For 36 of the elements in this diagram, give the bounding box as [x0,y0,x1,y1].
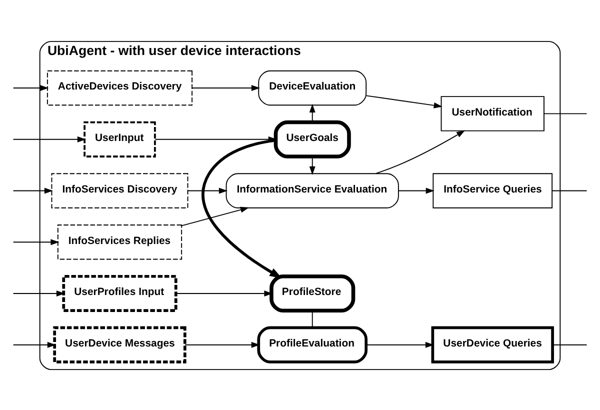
node-box: ProfileEvaluation [257,326,368,363]
arrow [398,187,434,194]
arrow [12,238,60,245]
connector [552,344,588,345]
arrow [309,103,316,122]
arrow [375,130,466,174]
arrow [202,138,282,278]
arrow [181,206,250,226]
node-box: UserGoals [274,120,351,158]
arrow [187,187,228,194]
node-box: UserNotification [440,96,544,131]
node-box: ActiveDevices Discovery [46,70,192,106]
arrow [12,136,86,142]
connector [544,112,588,114]
arrow [12,84,49,91]
node-box: InformationService Evaluation [226,172,399,208]
node-box: UserProfiles Input [62,274,178,312]
arrow [12,187,53,194]
arrow [366,341,434,348]
arrow [309,156,316,174]
arrow [366,94,442,108]
connector [312,310,313,328]
node-box: UserInput [84,120,156,157]
connector [552,190,588,191]
arrow [184,341,260,348]
node-box: DeviceEvaluation [258,70,367,106]
node-box: InfoService Queries [432,172,553,208]
arrow [12,341,56,348]
arrow [176,290,273,296]
node-box: InfoServices Replies [57,224,182,260]
arrow [192,84,260,91]
node-box: ProfileStore [270,274,356,312]
node-box: UserDevice Queries [431,326,554,363]
node-box: UserDevice Messages [53,326,186,363]
node-box: InfoServices Discovery [51,172,188,208]
arrow [12,290,66,296]
